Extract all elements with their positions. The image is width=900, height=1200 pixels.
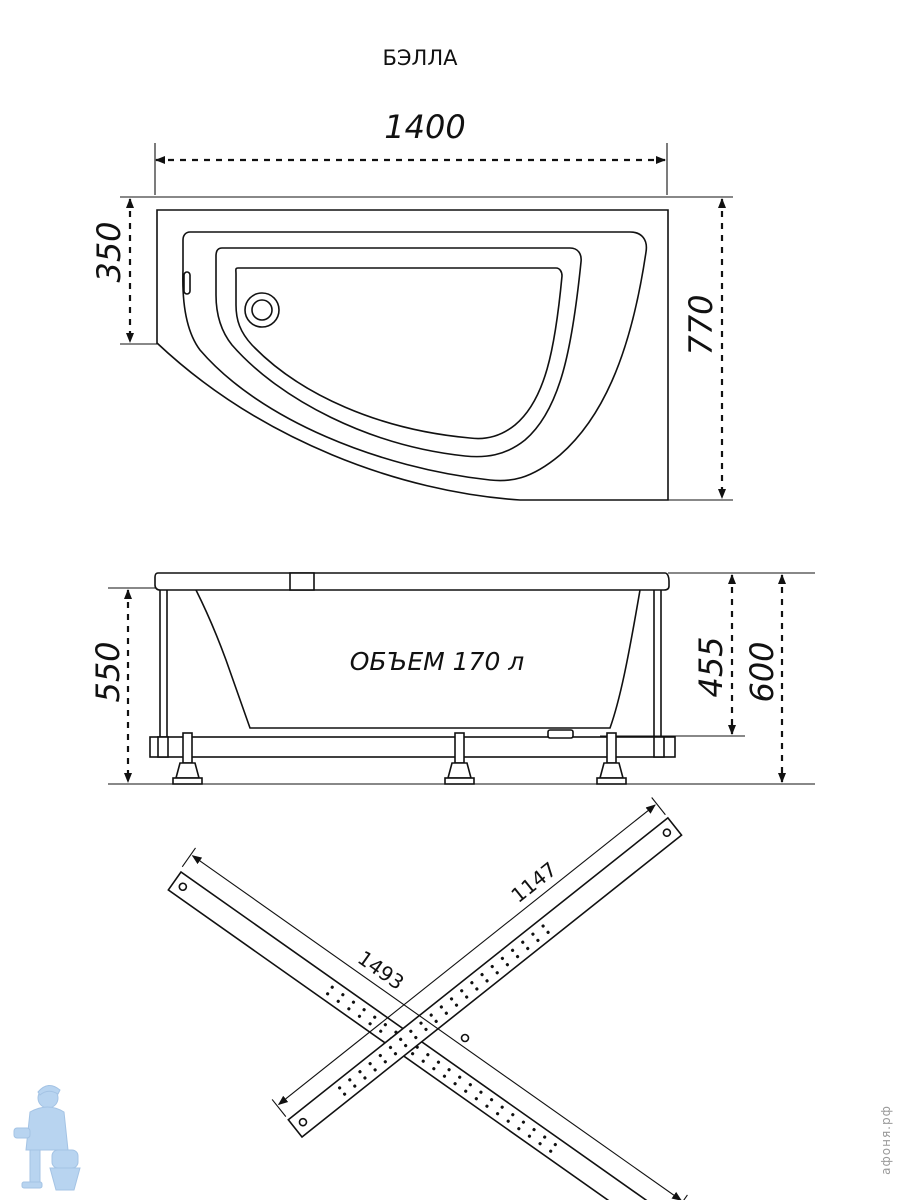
watermark-text: афоня.рф — [879, 1105, 893, 1175]
total-height-label: 600 — [743, 641, 781, 702]
left-depth-label: 350 — [90, 221, 128, 282]
foot-middle — [444, 732, 475, 785]
drain-inner — [251, 299, 273, 321]
plumber-mascot-icon — [13, 1085, 81, 1191]
side-tub-body — [195, 589, 641, 729]
drain-fitting — [547, 729, 574, 739]
right-depth-label: 770 — [682, 294, 720, 355]
long-bar-label: 1493 — [353, 946, 408, 995]
inner-height-label: 455 — [692, 636, 730, 697]
product-title: БЭЛЛА — [382, 46, 458, 70]
center-bolt — [460, 1033, 470, 1043]
volume-label: ОБЪЕМ 170 л — [350, 647, 525, 676]
foot-right — [596, 732, 627, 785]
rim-fitting — [289, 572, 315, 591]
width-label: 1400 — [384, 108, 465, 146]
tub-inner-rim — [182, 231, 648, 482]
frame-view: 1493 1147 — [167, 797, 688, 1200]
side-rim — [154, 572, 670, 591]
overflow — [183, 271, 191, 295]
left-height-label: 550 — [89, 641, 127, 702]
side-view: ОБЪЕМ 170 л 550 455 600 — [89, 572, 815, 785]
foot-left — [172, 732, 203, 785]
tub-basin-outer — [215, 247, 582, 458]
tub-basin-inner — [235, 267, 563, 440]
short-bar-label: 1147 — [506, 857, 561, 907]
long-bar-dimension-line — [191, 855, 682, 1200]
top-view: 1400 350 770 — [90, 108, 733, 501]
frame-base — [149, 736, 676, 758]
short-bar-dimension-line — [277, 804, 656, 1106]
tub-outer-rim — [156, 209, 669, 501]
